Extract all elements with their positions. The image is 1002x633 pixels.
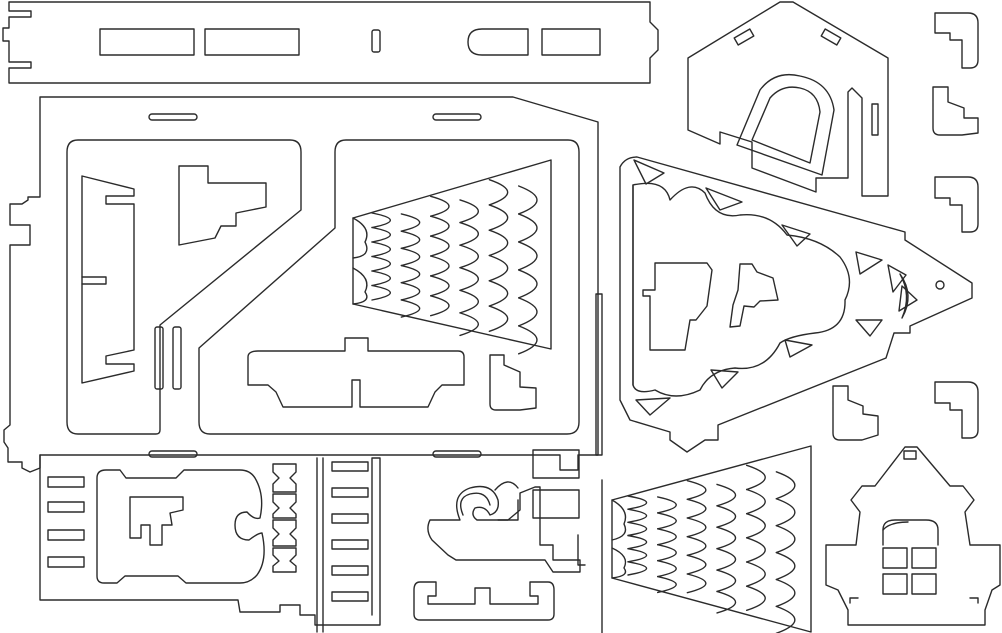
- roof-scale: [429, 295, 450, 317]
- bench-top: [247, 337, 465, 408]
- roof-scale: [429, 215, 450, 237]
- ladder-rails: [316, 457, 369, 633]
- roof-scale: [371, 226, 392, 243]
- roof-scale: [716, 547, 737, 571]
- roof-scale: [775, 551, 796, 581]
- roof-scale: [775, 498, 796, 527]
- roof-scale: [775, 471, 796, 500]
- roof-scale: [745, 464, 766, 491]
- roof-scale: [371, 241, 392, 258]
- roof-scale: [371, 284, 392, 301]
- roof-scale: [488, 254, 509, 282]
- roof-scale: [627, 561, 648, 576]
- step-pieces: [272, 463, 297, 573]
- roof-scale: [716, 483, 737, 507]
- roof-scale: [400, 230, 421, 250]
- roof-scale: [517, 185, 538, 215]
- roof-scale: [686, 498, 707, 519]
- roof-scale: [459, 289, 480, 314]
- roof-scale: [656, 559, 677, 578]
- roof-scale: [656, 544, 677, 562]
- roof-scale: [745, 512, 766, 539]
- roof-scale: [745, 585, 766, 612]
- roof-scale: [656, 496, 677, 514]
- roof-scale: [488, 305, 509, 333]
- roof-scale: [686, 517, 707, 538]
- roof-scale: [371, 270, 392, 287]
- roof-scale: [517, 213, 538, 243]
- gable-truss: [619, 156, 973, 453]
- roof-scale: [400, 213, 421, 232]
- scalloped-roof-left: [352, 159, 552, 355]
- roof-scale: [400, 299, 421, 318]
- shelf-bracket: [178, 165, 267, 246]
- roof-scale: [656, 528, 677, 546]
- divider-slot: [154, 326, 182, 390]
- roof-scale: [517, 297, 538, 327]
- roof-scale: [627, 495, 648, 510]
- corner-bracket-1: [934, 12, 979, 69]
- roof-scale: [400, 264, 421, 284]
- ladder-side: [81, 175, 135, 384]
- roof-scale: [517, 325, 538, 355]
- roof-scale: [400, 282, 421, 301]
- roof-scale: [429, 275, 450, 297]
- roof-scale: [488, 229, 509, 257]
- house-front: [825, 446, 1001, 626]
- roof-scale: [686, 573, 707, 594]
- roof-scale: [517, 269, 538, 299]
- corner-bracket-5: [832, 385, 879, 441]
- roof-scale: [488, 280, 509, 307]
- roof-scale: [627, 508, 648, 524]
- corner-bracket-3: [934, 176, 979, 233]
- corner-bracket-2: [932, 86, 979, 136]
- roof-scale: [656, 575, 677, 594]
- roof-scale: [775, 578, 796, 608]
- roof-scale: [686, 479, 707, 501]
- roof-scale: [429, 235, 450, 257]
- roof-scale: [745, 561, 766, 587]
- roof-scale: [627, 547, 648, 563]
- roof-scale: [716, 526, 737, 550]
- roof-scale: [775, 605, 796, 633]
- bench-board: [39, 454, 381, 626]
- main-panel: [3, 96, 599, 473]
- roof-scale: [459, 221, 480, 246]
- roof-scale: [745, 488, 766, 515]
- roof-scale: [429, 255, 450, 277]
- roof-scale: [488, 204, 509, 231]
- tray: [413, 581, 555, 621]
- scalloped-roof-right: [611, 445, 812, 633]
- scroll-bracket: [427, 481, 581, 573]
- roof-scale: [627, 534, 648, 550]
- roof-scale: [400, 247, 421, 267]
- roof-scale: [686, 554, 707, 575]
- roof-scale: [745, 537, 766, 563]
- roof-scale: [488, 178, 509, 206]
- roof-scale: [716, 569, 737, 593]
- roof-scale: [775, 524, 796, 554]
- roof-scale: [716, 505, 737, 528]
- vertical-slot: [595, 293, 603, 456]
- roof-scale: [429, 195, 450, 217]
- roof-scale: [371, 255, 392, 272]
- corner-bracket-4: [934, 381, 979, 439]
- roof-scale: [459, 199, 480, 224]
- step-small: [489, 354, 537, 411]
- roof-scale: [627, 521, 648, 537]
- roof-scale: [371, 212, 392, 229]
- roof-frame: [687, 1, 889, 197]
- roof-scale: [656, 512, 677, 530]
- roof-scale: [459, 267, 480, 291]
- roof-scale: [459, 244, 480, 269]
- small-plates: [532, 449, 586, 566]
- roof-scale: [517, 241, 538, 271]
- top-rail: [2, 1, 659, 84]
- roof-scale: [459, 312, 480, 337]
- roof-scale: [716, 590, 737, 614]
- roof-scale: [686, 535, 707, 557]
